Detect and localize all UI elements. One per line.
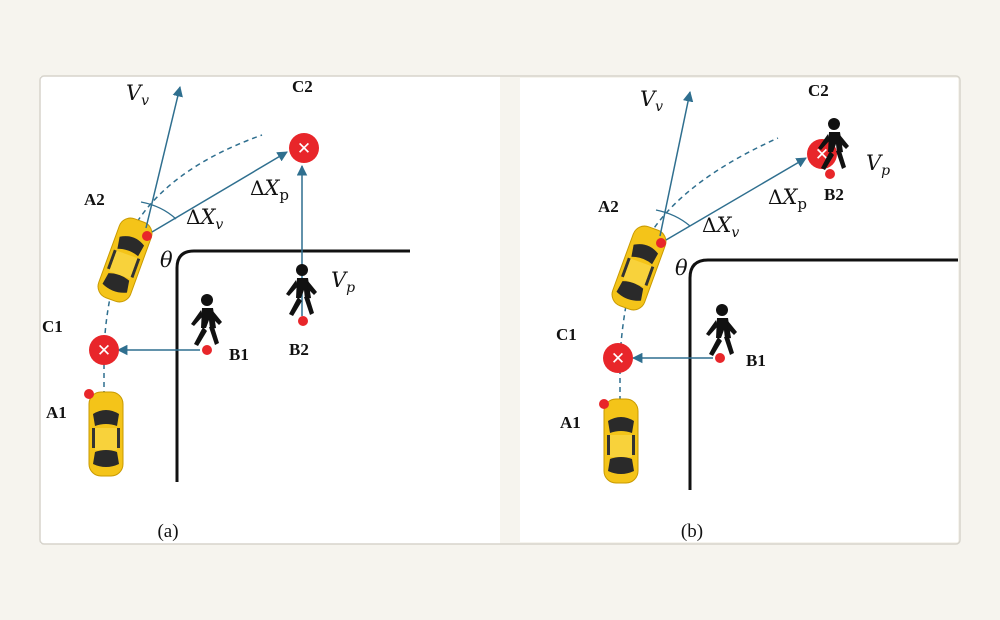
vehicle-distance-arrow	[151, 151, 288, 233]
svg-text:✕: ✕	[815, 145, 829, 164]
panel-a: ✕ ✕ A1 A2 B1 B2 C1 C2 θ Vv ΔXv ΔXp Vp (a…	[39, 75, 961, 545]
label-c1: C1	[556, 325, 577, 344]
label-a1: A1	[46, 403, 67, 422]
panel-b: ✕ ✕ A1 A2 B1 B2 C1 C2 θ Vv ΔXv ΔXp Vp (b…	[520, 78, 958, 542]
label-c2: C2	[808, 81, 829, 100]
collision-c1-icon: ✕	[89, 335, 119, 365]
label-delta-xp: ΔXp	[250, 176, 289, 204]
label-a1: A1	[560, 413, 581, 432]
collision-c1-icon: ✕	[603, 343, 633, 373]
label-a2: A2	[598, 197, 619, 216]
label-theta: θ	[675, 256, 688, 280]
car-a1-icon	[603, 398, 639, 484]
angle-arc	[655, 209, 691, 227]
car-a1-icon	[88, 391, 124, 477]
label-delta-xv: ΔXv	[186, 205, 223, 233]
svg-text:✕: ✕	[611, 349, 625, 368]
panel-b-background	[520, 78, 958, 542]
label-b2: B2	[289, 340, 309, 359]
marker-a1	[84, 389, 94, 399]
label-vv: Vv	[640, 87, 663, 115]
label-c1: C1	[42, 317, 63, 336]
label-b2: B2	[824, 185, 844, 204]
svg-text:✕: ✕	[297, 139, 311, 158]
marker-b1	[715, 353, 725, 363]
angle-arc	[140, 201, 177, 220]
caption-a: (a)	[157, 521, 178, 542]
label-c2: C2	[292, 77, 313, 96]
label-vp: Vp	[866, 151, 890, 179]
marker-a2	[656, 238, 666, 248]
label-theta: θ	[160, 248, 173, 272]
road-curb	[688, 258, 958, 490]
vehicle-distance-arrow	[665, 157, 807, 241]
road-curb	[175, 249, 410, 482]
vehicle-trajectory	[619, 137, 779, 455]
collision-c2-icon: ✕	[289, 133, 319, 163]
label-delta-xv: ΔXv	[702, 213, 739, 241]
label-vv: Vv	[126, 81, 149, 109]
svg-text:✕: ✕	[97, 341, 111, 360]
label-delta-xp: ΔXp	[768, 185, 807, 213]
label-vp: Vp	[331, 268, 355, 296]
marker-b1	[202, 345, 212, 355]
marker-a1	[599, 399, 609, 409]
caption-b: (b)	[681, 521, 703, 542]
label-a2: A2	[84, 190, 105, 209]
label-b1: B1	[229, 345, 249, 364]
marker-a2	[142, 231, 152, 241]
marker-b2	[298, 316, 308, 326]
label-b1: B1	[746, 351, 766, 370]
marker-b2	[825, 169, 835, 179]
